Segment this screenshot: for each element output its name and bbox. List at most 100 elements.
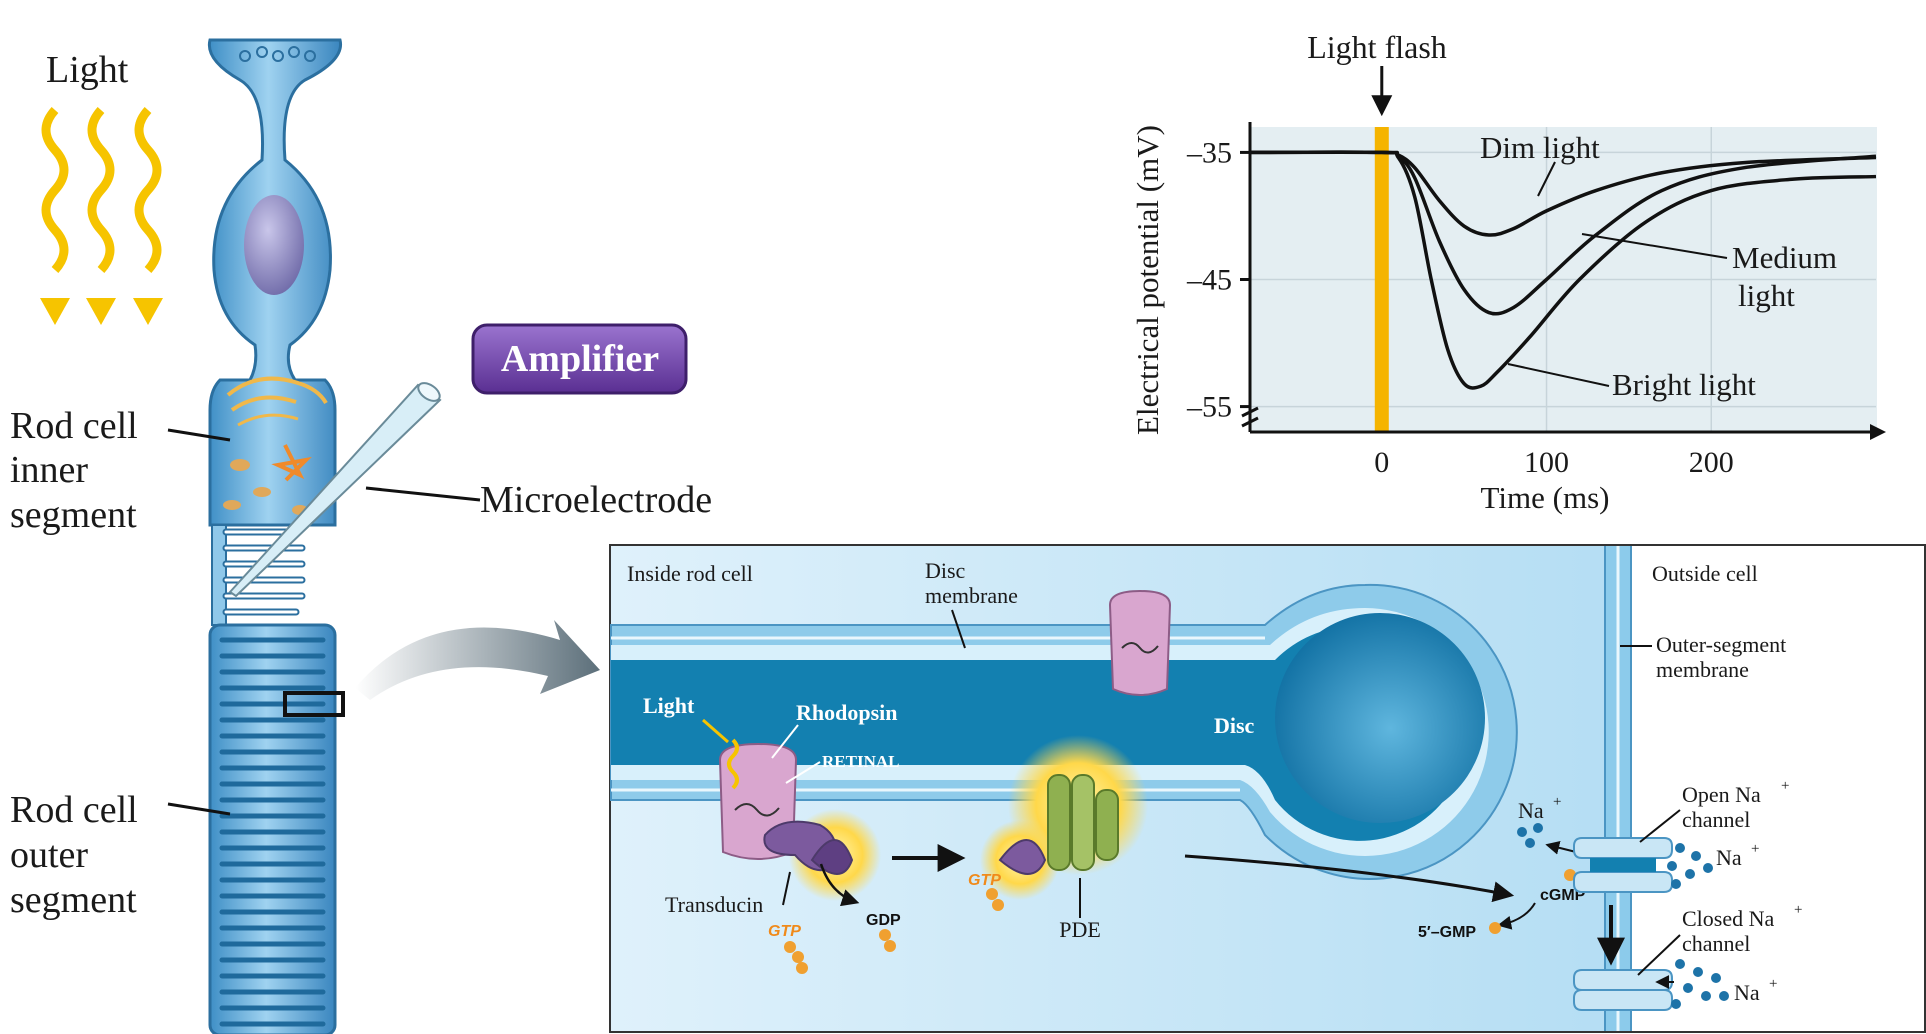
amplifier-box: Amplifier <box>471 323 688 395</box>
medium-leader <box>1581 233 1728 259</box>
disc-label: Disc <box>1214 713 1255 738</box>
light-rays <box>40 106 163 325</box>
inner-segment-label: Rod cell inner segment <box>10 405 138 536</box>
inside-rod-cell-label: Inside rod cell <box>627 561 753 586</box>
disc-membrane-leader <box>951 609 966 649</box>
cgmp-dot <box>1564 869 1576 881</box>
rhodopsin-label: Rhodopsin <box>796 700 898 725</box>
y-axis-label: Electrical potential (mV) <box>1130 125 1165 435</box>
svg-text:membrane: membrane <box>1656 657 1749 682</box>
svg-text:Outer-segment: Outer-segment <box>1656 632 1786 657</box>
svg-text:5′–GMP: 5′–GMP <box>1418 924 1476 941</box>
x-tick-label: 100 <box>1524 446 1569 479</box>
outer-segment-leader <box>167 802 231 816</box>
amplifier-label: Amplifier <box>501 338 659 380</box>
closed-channel-leader <box>1637 934 1681 976</box>
rhodopsin-leader <box>771 724 799 759</box>
closed-na-channel <box>1573 969 1673 1011</box>
na-closed-label: Na + <box>1734 976 1777 1005</box>
cgmp-hydrolysis-arrow <box>1184 854 1515 903</box>
svg-text:light: light <box>1738 278 1795 313</box>
x-axis-arrow-icon <box>1870 424 1886 440</box>
rod-cell-diagram: Light <box>10 38 712 1034</box>
outside-cell-area <box>1631 546 1924 1031</box>
light-arrow <box>702 718 729 744</box>
chart-series <box>1249 150 1877 390</box>
na-ions-outside-open <box>1667 843 1713 889</box>
svg-text:channel: channel <box>1682 807 1750 832</box>
svg-text:outer: outer <box>10 834 88 876</box>
svg-text:Medium: Medium <box>1732 240 1837 275</box>
series-label-bright: Bright light <box>1612 367 1756 402</box>
rhodopsin-inactive <box>1108 589 1172 696</box>
open-channel-label: Open Na + channel <box>1682 778 1789 832</box>
svg-text:segment: segment <box>10 879 137 921</box>
na-ions-inside <box>1517 823 1543 848</box>
light-wave-arrow-icon <box>133 106 163 325</box>
panel-light-label: Light <box>643 693 695 718</box>
svg-text:segment: segment <box>10 494 137 536</box>
na-inside-label: Na + <box>1518 794 1561 823</box>
series-label-dim: Dim light <box>1480 130 1600 165</box>
svg-text:Disc: Disc <box>925 558 966 583</box>
open-channel-leader <box>1639 809 1681 843</box>
microelectrode-label: Microelectrode <box>480 479 712 521</box>
zoom-box <box>283 691 345 717</box>
svg-text:+: + <box>1751 841 1759 857</box>
open-na-channel <box>1573 837 1673 893</box>
retinal-label: RETINAL <box>822 752 899 771</box>
cgmp-to-gmp-arrow <box>1497 902 1536 930</box>
light-flash-annotation: Light flash <box>1307 29 1447 65</box>
connecting-cilium <box>211 524 306 626</box>
pde-gtp-badge: GTP <box>968 872 1004 911</box>
light-wave-arrow-icon <box>86 106 116 325</box>
svg-text:Na: Na <box>1734 980 1760 1005</box>
retinal-leader <box>785 761 821 784</box>
disc <box>610 583 1518 880</box>
bright-leader <box>1507 363 1610 387</box>
svg-text:channel: channel <box>1682 931 1750 956</box>
svg-text:+: + <box>1553 794 1561 810</box>
svg-text:Rod cell: Rod cell <box>10 789 138 831</box>
svg-text:Closed Na: Closed Na <box>1682 906 1775 931</box>
pde <box>980 735 1148 900</box>
curved-arrow-icon <box>355 620 600 700</box>
outer-segment-label: Rod cell outer segment <box>10 789 138 921</box>
cgmp-label: cGMP <box>1540 887 1586 904</box>
gdp-release-arrow <box>819 863 860 907</box>
svg-text:+: + <box>1781 778 1789 794</box>
outer-segment-membrane-label: Outer-segment membrane <box>1656 632 1786 682</box>
gdp-badge: GDP <box>866 912 901 952</box>
microelectrode-leader <box>365 486 481 502</box>
inner-segment-leader <box>167 428 231 442</box>
y-tick-label: –45 <box>1186 264 1232 297</box>
microelectrode <box>228 382 442 598</box>
synaptic-vesicles <box>239 46 316 62</box>
svg-text:+: + <box>1794 902 1802 918</box>
gtp-badge: GTP <box>768 923 808 974</box>
svg-text:inner: inner <box>10 449 88 491</box>
pde-label: PDE <box>1059 917 1101 942</box>
closed-channel-label: Closed Na + channel <box>1682 902 1802 956</box>
disc-membrane-label: Disc membrane <box>925 558 1018 608</box>
svg-text:GDP: GDP <box>866 912 901 929</box>
na-ions-outside-closed <box>1671 959 1729 1009</box>
na-open-label: Na + <box>1716 841 1759 870</box>
organelles <box>223 376 328 515</box>
light-wave-arrow-icon <box>40 106 70 325</box>
svg-text:Open Na: Open Na <box>1682 782 1761 807</box>
y-ticks: –35–45–55 <box>1186 136 1250 424</box>
svg-text:membrane: membrane <box>925 583 1018 608</box>
y-tick-label: –35 <box>1186 136 1232 169</box>
light-flash-bar <box>1374 127 1389 432</box>
x-tick-label: 0 <box>1374 446 1389 479</box>
series-line-2 <box>1249 150 1877 390</box>
dim-leader <box>1537 161 1556 197</box>
svg-text:Na: Na <box>1716 845 1742 870</box>
disc-stack <box>219 637 326 1027</box>
x-axis-label: Time (ms) <box>1481 480 1610 515</box>
nucleus <box>244 195 304 295</box>
